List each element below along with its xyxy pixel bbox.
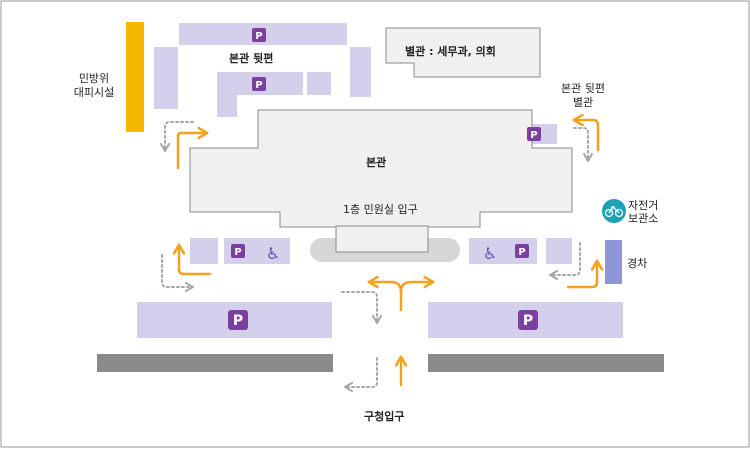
flow-arrows-orange — [172, 113, 604, 387]
wheelchair-icon: ♿ — [266, 244, 280, 263]
road-right — [428, 354, 664, 372]
civil-defense-shelter — [126, 22, 144, 132]
svg-text:P: P — [234, 247, 241, 258]
compact-car-zone — [605, 240, 622, 284]
parking-icon: P — [518, 310, 538, 330]
entrance-porch — [335, 225, 429, 253]
annex-building — [385, 27, 541, 78]
parking-zone-top-right — [350, 47, 371, 97]
parking-icon: P — [228, 310, 248, 330]
civil-defense-label-2: 대피시설 — [73, 86, 115, 99]
svg-text:P: P — [523, 313, 533, 329]
gate-label: 구청입구 — [364, 410, 405, 423]
svg-text:P: P — [530, 130, 537, 141]
parking-zone-rear-b — [217, 95, 237, 117]
behind-main-annex-label-1: 본관 뒷편 — [561, 82, 605, 95]
flow-arrows-gray — [160, 121, 593, 392]
wheelchair-icon: ♿ — [483, 244, 497, 263]
parking-icon: P — [252, 77, 266, 91]
svg-text:P: P — [255, 80, 262, 91]
bicycle-label-2: 보관소 — [628, 212, 659, 225]
behind-main-label: 본관 뒷편 — [229, 52, 274, 65]
parking-zone-front-left-a — [190, 238, 218, 264]
civil-defense-label-1: 민방위 — [78, 72, 110, 85]
parking-zone-front-right-b — [546, 238, 572, 264]
parking-icon: P — [527, 127, 541, 141]
svg-text:P: P — [518, 247, 525, 258]
svg-text:P: P — [233, 313, 243, 329]
parking-icon: P — [515, 244, 529, 258]
annex-label: 별관 : 세무과, 의회 — [405, 45, 496, 58]
main-building-label: 본관 — [366, 156, 387, 169]
road-left — [97, 354, 333, 372]
bicycle-icon — [602, 199, 626, 223]
parking-icon: P — [231, 244, 245, 258]
svg-text:P: P — [255, 31, 262, 42]
bicycle-label-1: 자전거 — [628, 199, 659, 212]
parking-zone-rear-c — [307, 72, 331, 95]
compact-car-label: 경차 — [627, 257, 648, 270]
behind-main-annex-label-2: 별관 — [572, 96, 594, 109]
parking-icon: P — [252, 28, 266, 42]
parking-zone-top-left — [154, 47, 178, 109]
entrance-label: 1층 민원실 입구 — [343, 203, 418, 216]
